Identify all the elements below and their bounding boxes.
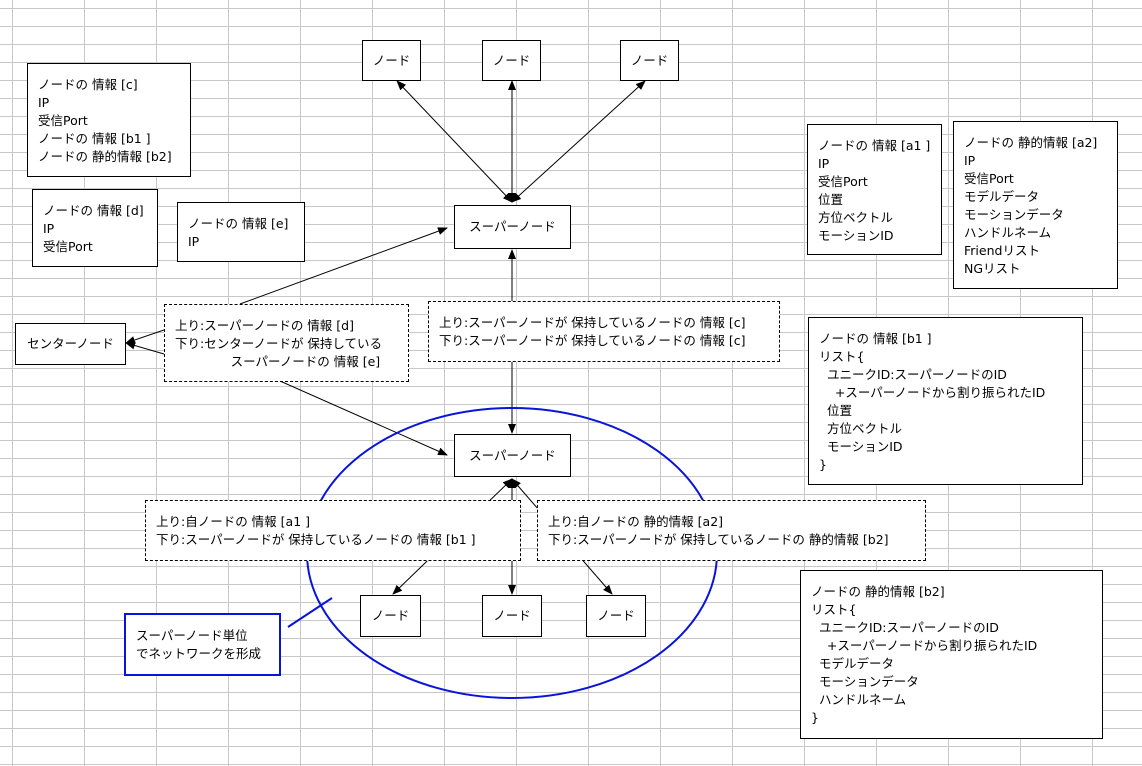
info-line: スーパーノードの 情報 [e] bbox=[175, 354, 381, 369]
info-line: IP bbox=[818, 156, 830, 171]
info-box-c: ノードの 情報 [c] IP 受信Port ノードの 情報 [b1 ] ノードの 静的情… bbox=[27, 63, 191, 177]
info-line: ノードの 静的情報 [b2] bbox=[38, 149, 172, 164]
info-line: +スーパーノードから割り振られたID bbox=[811, 638, 1038, 653]
info-line: 下り:スーパーノードが 保持しているノードの 静的情報 [b2] bbox=[548, 532, 889, 547]
node-label: ノード bbox=[597, 608, 635, 623]
arrow-to-center-2 bbox=[125, 341, 165, 355]
info-line: モーションID bbox=[818, 228, 894, 243]
info-line: 下り:センターノードが 保持している bbox=[175, 336, 383, 351]
arrow-super-to-node-1 bbox=[396, 80, 513, 203]
info-line: 上り:スーパーノードが 保持しているノードの 情報 [c] bbox=[439, 315, 746, 330]
node-label: ノード bbox=[372, 52, 411, 68]
info-line: } bbox=[811, 710, 819, 725]
supernode-label: スーパーノード bbox=[469, 219, 556, 234]
info-line: ノードの 静的情報 [a2] bbox=[964, 135, 1098, 150]
info-line: モーションデータ bbox=[811, 674, 919, 689]
info-line: 位置 bbox=[818, 192, 844, 207]
info-line: 方位ベクトル bbox=[819, 421, 902, 436]
info-line: リスト{ bbox=[819, 349, 865, 364]
flow-a2-box: 上り:自ノードの 静的情報 [a2] 下り:スーパーノードが 保持しているノードの… bbox=[537, 500, 926, 561]
info-line: +スーパーノードから割り振られたID bbox=[819, 385, 1046, 400]
flow-center-box: 上り:スーパーノードの 情報 [d] 下り:センターノードが 保持している スーパ… bbox=[164, 304, 409, 382]
info-line: ノードの 情報 [a1 ] bbox=[818, 138, 931, 153]
arrow-super-to-node-3 bbox=[511, 80, 646, 203]
supernode-top: スーパーノード bbox=[454, 205, 571, 249]
info-line: モデルデータ bbox=[964, 189, 1040, 204]
info-box-a2: ノードの 静的情報 [a2] IP 受信Port モデルデータモーションデータハンドル… bbox=[953, 121, 1118, 289]
info-line: Friendリスト bbox=[964, 243, 1040, 258]
network-note: スーパーノード単位でネットワークを形成 bbox=[124, 613, 281, 676]
node-top-2: ノード bbox=[482, 40, 541, 81]
info-line: リスト{ bbox=[811, 602, 857, 617]
center-node: センターノード bbox=[15, 323, 126, 365]
info-line: 受信Port bbox=[43, 239, 93, 254]
node-bottom-2: ノード bbox=[482, 595, 542, 637]
info-line: IP bbox=[38, 95, 50, 110]
info-box-d: ノードの 情報 [d] IP 受信Port bbox=[32, 189, 158, 267]
info-line: ハンドルネーム bbox=[964, 225, 1052, 240]
info-line: 位置 bbox=[819, 403, 852, 418]
info-line: 上り:スーパーノードの 情報 [d] bbox=[175, 318, 354, 333]
info-line: ノードの 情報 [d] bbox=[43, 203, 144, 218]
info-box-e: ノードの 情報 [e] IP bbox=[177, 202, 305, 262]
info-line: ノードの 情報 [b1 ] bbox=[819, 331, 932, 346]
node-label: ノード bbox=[492, 52, 531, 68]
node-label: ノード bbox=[371, 608, 410, 623]
info-box-b1: ノードの 情報 [b1 ] リスト{ ユニークID:スーパーノードのID +スーパ… bbox=[808, 317, 1083, 485]
info-line: 受信Port bbox=[818, 174, 868, 189]
node-top-1: ノード bbox=[362, 40, 421, 81]
info-line: モーションID bbox=[819, 439, 903, 454]
node-top-3: ノード bbox=[620, 40, 679, 81]
info-line: 受信Port bbox=[964, 171, 1014, 186]
info-line: 上り:自ノードの 静的情報 [a2] bbox=[548, 514, 724, 529]
node-label: ノード bbox=[493, 608, 531, 623]
flow-super-box: 上り:スーパーノードが 保持しているノードの 情報 [c] 下り:スーパーノードが… bbox=[428, 301, 780, 362]
supernode-bottom: スーパーノード bbox=[454, 434, 571, 477]
info-line: ノードの 情報 [c] bbox=[38, 77, 138, 92]
info-line: ユニークID:スーパーノードのID bbox=[819, 367, 1007, 382]
info-line: ノードの 情報 [b1 ] bbox=[38, 131, 151, 146]
info-line: 受信Port bbox=[38, 113, 88, 128]
info-line: ハンドルネーム bbox=[811, 692, 907, 707]
arrow-to-bottom-supernode bbox=[279, 380, 448, 456]
info-box-a1: ノードの 情報 [a1 ] IP 受信Port 位置方位ベクトルモーションID bbox=[807, 124, 942, 255]
info-line: 上り:自ノードの 情報 [a1 ] bbox=[156, 514, 310, 529]
info-line: 方位ベクトル bbox=[818, 210, 894, 225]
info-line: 下り:スーパーノードが 保持しているノードの 情報 [b1 ] bbox=[156, 532, 476, 547]
info-line: 下り:スーパーノードが 保持しているノードの 情報 [c] bbox=[439, 333, 746, 348]
info-line: ユニークID:スーパーノードのID bbox=[811, 620, 999, 635]
info-line: ノードの 静的情報 [b2] bbox=[811, 584, 945, 599]
info-line: IP bbox=[188, 234, 200, 249]
info-line: ノードの 情報 [e] bbox=[188, 216, 289, 231]
info-line: } bbox=[819, 457, 827, 472]
node-label: ノード bbox=[630, 52, 669, 68]
info-line: モーションデータ bbox=[964, 207, 1064, 222]
info-box-b2: ノードの 静的情報 [b2] リスト{ ユニークID:スーパーノードのID +スー… bbox=[800, 570, 1103, 739]
arrow-to-top-supernode bbox=[239, 227, 448, 305]
node-bottom-1: ノード bbox=[360, 595, 421, 637]
info-line: IP bbox=[43, 221, 55, 236]
flow-a1-box: 上り:自ノードの 情報 [a1 ] 下り:スーパーノードが 保持しているノードの … bbox=[145, 500, 521, 561]
info-line: モデルデータ bbox=[811, 656, 894, 671]
arrow-to-center-1 bbox=[125, 329, 165, 344]
node-bottom-3: ノード bbox=[586, 595, 646, 637]
note-line: スーパーノード単位 bbox=[136, 628, 248, 643]
info-line: IP bbox=[964, 153, 976, 168]
center-node-label: センターノード bbox=[27, 336, 114, 351]
note-line: でネットワークを形成 bbox=[136, 646, 262, 661]
info-line: NGリスト bbox=[964, 261, 1021, 276]
supernode-label: スーパーノード bbox=[469, 447, 556, 463]
